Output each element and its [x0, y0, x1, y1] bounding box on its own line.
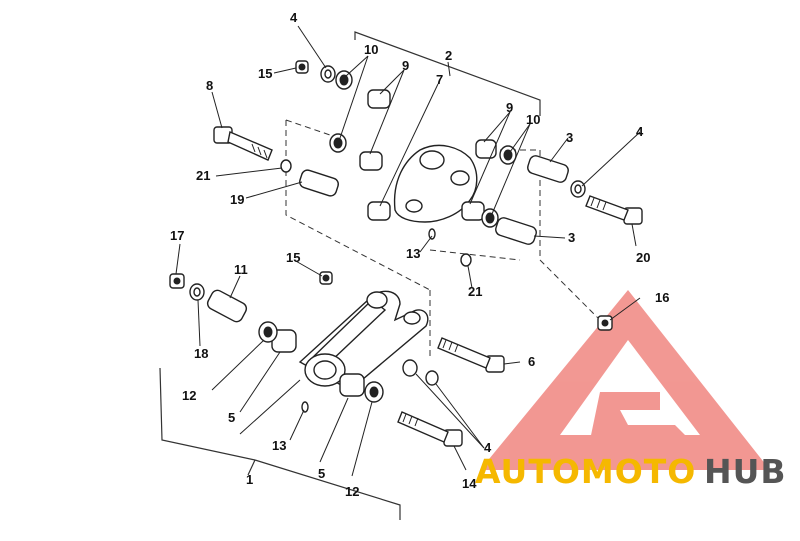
watermark-logo — [480, 290, 770, 470]
leader-lines — [175, 25, 641, 477]
callout-13-top: 13 — [406, 246, 420, 261]
upper-bracket-part — [393, 144, 478, 223]
callout-10-right: 10 — [526, 112, 540, 127]
callout-14: 14 — [462, 476, 477, 491]
nuts — [169, 60, 613, 331]
bolt-8 — [213, 126, 273, 161]
lower-link-arm — [298, 290, 429, 391]
callout-21-mid: 21 — [468, 284, 482, 299]
spacer-19 — [299, 169, 339, 197]
spacer-3b — [495, 217, 537, 245]
nut-15a — [295, 60, 309, 74]
watermark-text-automoto: AUTOMOTO — [475, 452, 696, 491]
bolt-20 — [585, 195, 643, 225]
callout-3-bottom: 3 — [568, 230, 575, 245]
callout-8: 8 — [206, 78, 213, 93]
watermark-text: AUTOMOTO HUB — [475, 452, 787, 491]
callout-21-left: 21 — [196, 168, 210, 183]
callout-6: 6 — [528, 354, 535, 369]
callout-4-bottom: 4 — [484, 440, 492, 455]
callout-12-left: 12 — [182, 388, 196, 403]
assembly-bracket-2 — [354, 31, 541, 116]
callout-15-top: 15 — [258, 66, 272, 81]
callout-4-top: 4 — [290, 10, 298, 25]
assembly-dashed-lines — [285, 119, 601, 360]
callout-17: 17 — [170, 228, 184, 243]
nut-16 — [597, 315, 613, 331]
callout-4-right: 4 — [636, 124, 644, 139]
callout-13-bottom: 13 — [272, 438, 286, 453]
bushing-9a — [367, 89, 391, 109]
bushing-9b — [359, 151, 383, 171]
bolt-6 — [437, 337, 505, 373]
spacer-11 — [206, 289, 248, 323]
callout-labels: 4 10 2 15 9 8 7 9 10 4 3 21 19 3 17 13 1… — [170, 10, 669, 499]
bushing-9c — [367, 201, 391, 221]
callout-2: 2 — [445, 48, 452, 63]
assembly-bracket-1 — [159, 367, 401, 520]
callout-12-bottom: 12 — [345, 484, 359, 499]
callout-9-left: 9 — [402, 58, 409, 73]
callout-10-left: 10 — [364, 42, 378, 57]
callout-11: 11 — [234, 262, 248, 277]
callout-9-right: 9 — [506, 100, 513, 115]
nut-15b — [319, 271, 333, 285]
callout-5-left: 5 — [228, 410, 235, 425]
callout-3-top: 3 — [566, 130, 573, 145]
callout-7: 7 — [436, 72, 443, 87]
bolts — [213, 126, 643, 447]
callout-16: 16 — [655, 290, 669, 305]
bushing-5b — [339, 373, 365, 397]
bushing-9e — [461, 201, 485, 221]
callout-5-bottom: 5 — [318, 466, 325, 481]
bushing-9d — [475, 139, 497, 159]
callout-18: 18 — [194, 346, 208, 361]
callout-20: 20 — [636, 250, 650, 265]
watermark-text-hub: HUB — [704, 452, 787, 491]
bolt-14 — [397, 411, 463, 447]
spacer-3a — [527, 155, 569, 183]
nut-17 — [169, 273, 185, 289]
washers — [189, 65, 586, 413]
callout-1: 1 — [246, 472, 253, 487]
callout-19: 19 — [230, 192, 244, 207]
callout-15-mid: 15 — [286, 250, 300, 265]
bushings — [206, 89, 569, 397]
